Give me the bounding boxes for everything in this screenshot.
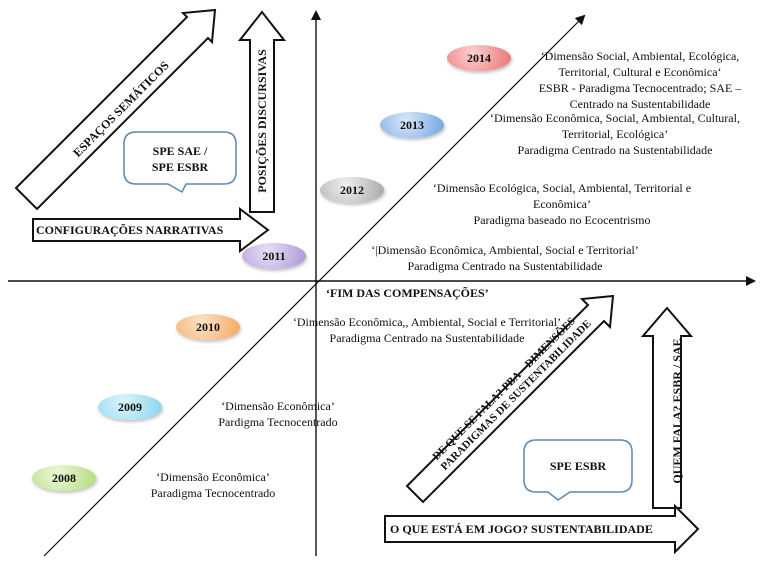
o-que-esta-em-jogo-arrow — [384, 503, 700, 555]
year-label: 2009 — [118, 399, 142, 414]
year-2009-description: ‘Dimensão Econômica’ Pardigma Tecnocentr… — [218, 399, 338, 429]
callout-top — [123, 131, 237, 194]
year-2010-description: ‘Dimensão Econômica,, Ambiental, Social … — [292, 315, 562, 345]
year-2011-description: ‘|Dimensão Econômica, Ambiental, Social … — [371, 243, 639, 273]
year-label: 2008 — [52, 470, 76, 485]
year-2014-badge: 2014 — [447, 45, 511, 71]
o-que-esta-em-jogo-label: O QUE ESTÁ EM JOGO? SUSTENTABILIDADE — [390, 522, 653, 536]
callout-bottom — [523, 439, 633, 501]
year-label: 2010 — [196, 319, 220, 334]
configuracoes-narrativas-arrow — [32, 207, 270, 253]
year-label: 2011 — [262, 248, 286, 263]
posicoes-discursivas-label: POSIÇÕES DISCURSIVAS — [255, 49, 269, 193]
espacos-semanticos-arrow — [14, 8, 217, 211]
fim-das-compensacoes-label: ‘FIM DAS COMPENSAÇÕES’ — [326, 286, 489, 300]
year-label: 2014 — [467, 50, 491, 65]
year-label: 2013 — [400, 117, 424, 132]
de-que-se-fala-arrow — [405, 294, 615, 504]
configuracoes-narrativas-label: CONFIGURAÇÕES NARRATIVAS — [36, 223, 224, 237]
year-2011-badge: 2011 — [242, 243, 306, 269]
year-2008-badge: 2008 — [32, 465, 96, 491]
year-label: 2012 — [340, 182, 364, 197]
quem-fala-arrow — [640, 306, 694, 509]
diagonal-timeline-axis — [43, 14, 586, 557]
year-2013-badge: 2013 — [380, 112, 444, 138]
posicoes-discursivas-arrow — [237, 10, 287, 213]
year-2008-description: ‘Dimensão Econômica’ Paradigma Tecnocent… — [150, 470, 276, 500]
year-2009-badge: 2009 — [98, 394, 162, 420]
year-2012-description: ‘Dimensão Ecológica, Social, Ambiental, … — [432, 181, 692, 227]
year-2013-description: ‘Dimensão Econômica, Social, Ambiental, … — [490, 111, 740, 157]
callout-bottom-text: SPE ESBR — [549, 459, 607, 473]
year-2012-badge: 2012 — [320, 177, 384, 203]
year-2014-description: ‘Dimensão Social, Ambiental, Ecológica, … — [538, 49, 742, 111]
year-2010-badge: 2010 — [176, 314, 240, 340]
quem-fala-label: QUEM FALA? ESBR / SAE — [670, 338, 684, 484]
callout-top-text: SPE SAE / SPE ESBR — [151, 144, 209, 174]
